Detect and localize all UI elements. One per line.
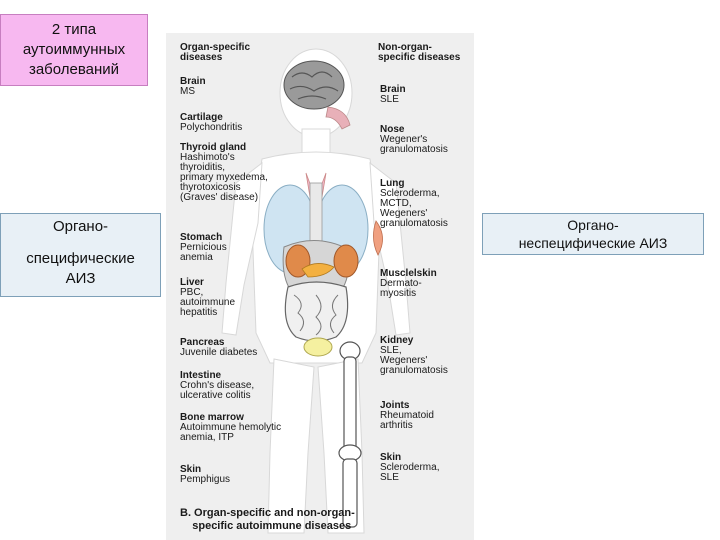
non-organ-specific-disease-label: SLE bbox=[380, 472, 399, 483]
organ-specific-disease-label: Polychondritis bbox=[180, 122, 243, 133]
non-organ-specific-disease-label: Dermato- bbox=[380, 278, 422, 289]
non-organ-specific-disease-label: MCTD, bbox=[380, 198, 412, 209]
non-organ-specific-disease-label: Wegeners' bbox=[380, 208, 428, 219]
organ-specific-organ-label: Stomach bbox=[180, 232, 223, 243]
organ-specific-disease-label: ulcerative colitis bbox=[180, 390, 251, 401]
organ-specific-disease-label: autoimmune bbox=[180, 297, 236, 308]
title-line-3: заболеваний bbox=[28, 61, 120, 78]
non-organ-specific-organ-label: Joints bbox=[380, 400, 410, 411]
left-header: Organ-specific diseases bbox=[180, 42, 251, 63]
non-organ-specific-disease-label: granulomatosis bbox=[380, 144, 448, 155]
non-organ-specific-organ-label: Musclelskin bbox=[380, 268, 437, 279]
organ-specific-disease-label: PBC, bbox=[180, 287, 204, 298]
non-organ-specific-disease-label: Scleroderma, bbox=[380, 188, 440, 199]
organ-specific-disease-label: Crohn's disease, bbox=[180, 380, 255, 391]
non-organ-specific-organ-label: Skin bbox=[380, 452, 402, 463]
organ-specific-disease-label: Hashimoto's bbox=[180, 152, 235, 163]
organ-specific-organ-label: Skin bbox=[180, 464, 202, 475]
non-organ-specific-disease-label: Rheumatoid bbox=[380, 410, 434, 421]
organ-specific-organ-label: Bone marrow bbox=[180, 412, 244, 423]
organ-specific-line-2: специфические bbox=[26, 250, 135, 267]
non-organ-specific-disease-label: Wegeners' bbox=[380, 355, 428, 366]
organ-specific-disease-label: primary myxedema, bbox=[180, 172, 268, 183]
non-organ-specific-box: Органо- неспецифические АИЗ bbox=[482, 213, 704, 255]
organ-specific-disease-label: (Graves' disease) bbox=[180, 192, 259, 203]
non-organ-specific-disease-label: SLE, bbox=[380, 345, 402, 356]
organ-specific-organ-label: Thyroid gland bbox=[180, 142, 247, 153]
organ-specific-organ-label: Pancreas bbox=[180, 337, 225, 348]
figure-caption: B. Organ-specific and non-organ- specifi… bbox=[180, 507, 355, 532]
organ-specific-disease-label: Pemphigus bbox=[180, 474, 231, 485]
non-organ-specific-disease-label: granulomatosis bbox=[380, 365, 448, 376]
organ-specific-line-3: АИЗ bbox=[65, 270, 96, 287]
pancreas-icon bbox=[301, 263, 335, 278]
non-organ-specific-organ-label: Kidney bbox=[380, 335, 414, 346]
title-box: 2 типа аутоиммунных заболеваний bbox=[0, 14, 148, 86]
organ-specific-disease-label: Pernicious bbox=[180, 242, 227, 253]
organ-specific-disease-label: Autoimmune hemolytic bbox=[180, 422, 282, 433]
organ-specific-disease-label: anemia, ITP bbox=[180, 432, 234, 443]
non-organ-specific-disease-label: Wegener's bbox=[380, 134, 428, 145]
organ-specific-box: Органо- специфические АИЗ bbox=[0, 213, 161, 297]
organ-specific-organ-label: Cartilage bbox=[180, 112, 223, 123]
organ-specific-disease-label: MS bbox=[180, 86, 195, 97]
title-line-1: 2 типа bbox=[51, 21, 97, 38]
right-kidney-icon bbox=[333, 244, 359, 278]
organ-specific-disease-label: hepatitis bbox=[180, 307, 218, 318]
organ-specific-organ-label: Intestine bbox=[180, 370, 222, 381]
nose-icon bbox=[325, 106, 351, 130]
non-organ-specific-disease-label: granulomatosis bbox=[380, 218, 448, 229]
organ-specific-line-1: Органо- bbox=[52, 218, 109, 235]
muscle-icon bbox=[373, 220, 383, 256]
non-organ-specific-organ-label: Brain bbox=[380, 84, 406, 95]
organ-specific-disease-label: thyroiditis, bbox=[180, 162, 226, 173]
title-line-2: аутоиммунных bbox=[22, 41, 126, 58]
non-organ-specific-disease-label: Scleroderma, bbox=[380, 462, 440, 473]
non-organ-line-2: неспецифические АИЗ bbox=[518, 235, 668, 251]
non-organ-specific-disease-label: myositis bbox=[380, 288, 417, 299]
right-header: Non-organ- specific diseases bbox=[378, 42, 461, 63]
organ-specific-organ-label: Brain bbox=[180, 76, 206, 87]
non-organ-specific-disease-label: SLE bbox=[380, 94, 399, 105]
organ-specific-disease-label: Juvenile diabetes bbox=[180, 347, 258, 358]
body-illustration bbox=[221, 48, 411, 534]
brain-icon bbox=[283, 60, 345, 110]
organ-specific-disease-label: thyrotoxicosis bbox=[180, 182, 241, 193]
non-organ-specific-organ-label: Lung bbox=[380, 178, 405, 189]
bladder-icon bbox=[303, 337, 333, 357]
organ-specific-disease-label: anemia bbox=[180, 252, 213, 263]
body-figure-panel: Organ-specific diseases Non-organ- speci… bbox=[166, 33, 474, 540]
leg-bone-icon bbox=[338, 341, 362, 528]
non-organ-line-1: Органо- bbox=[567, 217, 619, 233]
non-organ-specific-organ-label: Nose bbox=[380, 124, 405, 135]
organ-specific-organ-label: Liver bbox=[180, 277, 204, 288]
intestine-icon bbox=[284, 281, 349, 342]
non-organ-specific-disease-label: arthritis bbox=[380, 420, 413, 431]
